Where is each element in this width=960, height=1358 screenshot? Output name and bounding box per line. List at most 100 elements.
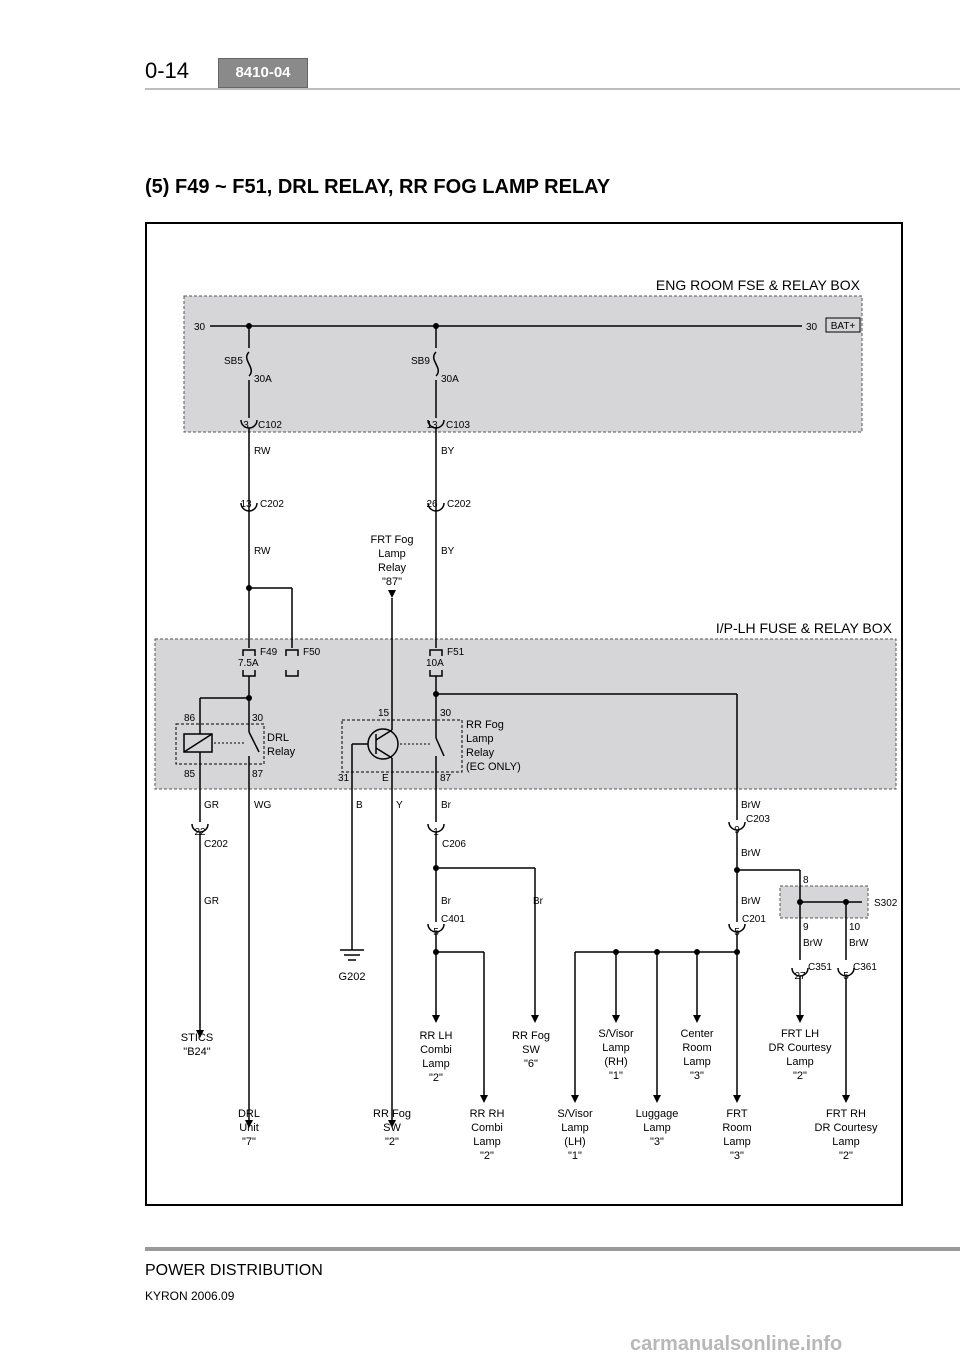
fog-30: 30 [440, 708, 452, 719]
frt-rh-courtesy-3: Lamp [832, 1136, 860, 1148]
center-room-1: Center [680, 1028, 713, 1040]
f49-amp: 7.5A [238, 658, 259, 669]
s302-label: S302 [874, 898, 898, 909]
wire-brw-2: BrW [741, 848, 761, 859]
c361-label: C361 [853, 962, 877, 973]
frt-lh-courtesy-4: "2" [793, 1070, 807, 1082]
sb9-label: SB9 [411, 356, 430, 367]
frt-fog-relay-3: Relay [378, 562, 407, 574]
bat-label: BAT+ [831, 321, 856, 332]
svisor-rh-2: Lamp [602, 1042, 630, 1054]
wire-brw-5: BrW [849, 938, 869, 949]
eng-room-box [183, 295, 863, 433]
sb9-amp: 30A [441, 374, 459, 385]
wire-br-1: Br [441, 800, 452, 811]
frt-lh-courtesy-2: DR Courtesy [769, 1042, 832, 1054]
wire-brw-4: BrW [803, 938, 823, 949]
c351-pin: 27 [794, 971, 806, 982]
svisor-lh-2: Lamp [561, 1122, 589, 1134]
c401-label: C401 [441, 914, 465, 925]
wire-brw-3: BrW [741, 896, 761, 907]
luggage-3: "3" [650, 1136, 664, 1148]
footer-title: POWER DISTRIBUTION [145, 1262, 323, 1279]
c201-label: C201 [742, 914, 766, 925]
drl-relay-1: DRL [267, 732, 289, 744]
c361-pin: 5 [843, 971, 849, 982]
rr-fog-sw2-3: "2" [385, 1136, 399, 1148]
wire-by-2: BY [441, 546, 455, 557]
rr-fog-relay-1: RR Fog [466, 719, 504, 731]
f51-label: F51 [447, 647, 465, 658]
rr-fog-sw2-1: RR Fog [373, 1108, 411, 1120]
rr-lh-combi-3: Lamp [422, 1058, 450, 1070]
rr-fog-sw6-3: "6" [524, 1058, 538, 1070]
drl-87: 87 [252, 769, 264, 780]
c103-label: C103 [446, 420, 470, 431]
rr-rh-combi-3: Lamp [473, 1136, 501, 1148]
c202c-pin: 22 [194, 827, 206, 838]
c202c-label: C202 [204, 839, 228, 850]
frt-room-1: FRT [726, 1108, 747, 1120]
pin-8: 8 [803, 875, 809, 886]
c401-pin: 5 [433, 927, 439, 938]
sb5-label: SB5 [224, 356, 243, 367]
svisor-rh-4: "1" [609, 1070, 623, 1082]
fog-15: 15 [378, 708, 390, 719]
fog-87: 87 [440, 773, 452, 784]
drl-unit-2: Unit [239, 1122, 259, 1134]
frt-room-4: "3" [730, 1150, 744, 1162]
stics-1: STICS [181, 1032, 213, 1044]
ip-box-title: I/P-LH FUSE & RELAY BOX [716, 620, 893, 636]
footer-subtitle: KYRON 2006.09 [145, 1289, 235, 1303]
pin-10: 10 [849, 922, 861, 933]
wire-br-2: Br [441, 896, 452, 907]
c206-label: C206 [442, 839, 466, 850]
svisor-rh-3: (RH) [604, 1056, 627, 1068]
g202-label: G202 [339, 971, 366, 983]
frt-rh-courtesy-1: FRT RH [826, 1108, 866, 1120]
stics-2: "B24" [183, 1046, 210, 1058]
fog-31: 31 [338, 773, 350, 784]
c206-pin: 1 [433, 827, 439, 838]
f51-amp: 10A [426, 658, 444, 669]
sb5-amp: 30A [254, 374, 272, 385]
bus-left: 30 [194, 322, 206, 333]
frt-lh-courtesy-3: Lamp [786, 1056, 814, 1068]
c351-label: C351 [808, 962, 832, 973]
center-room-3: Lamp [683, 1056, 711, 1068]
drl-30: 30 [252, 713, 264, 724]
ip-lh-box [154, 638, 897, 790]
luggage-1: Luggage [636, 1108, 679, 1120]
rr-rh-combi-4: "2" [480, 1150, 494, 1162]
rr-fog-relay-3: Relay [466, 747, 495, 759]
rr-lh-combi-4: "2" [429, 1072, 443, 1084]
rr-lh-combi-2: Combi [420, 1044, 452, 1056]
drl-86: 86 [184, 713, 196, 724]
section-title: (5) F49 ~ F51, DRL RELAY, RR FOG LAMP RE… [145, 176, 611, 198]
svisor-lh-4: "1" [568, 1150, 582, 1162]
c203-label: C203 [746, 814, 770, 825]
rr-lh-combi-1: RR LH [419, 1030, 452, 1042]
svisor-lh-3: (LH) [564, 1136, 585, 1148]
frt-fog-relay-2: Lamp [378, 548, 406, 560]
frt-rh-courtesy-2: DR Courtesy [815, 1122, 878, 1134]
bus-right: 30 [806, 322, 818, 333]
luggage-2: Lamp [643, 1122, 671, 1134]
wire-gr-2: GR [204, 896, 219, 907]
rr-fog-sw2-2: SW [383, 1122, 401, 1134]
code-badge: 8410-04 [218, 58, 308, 88]
drl-unit-1: DRL [238, 1108, 260, 1120]
wire-wg: WG [254, 800, 271, 811]
frt-lh-courtesy-1: FRT LH [781, 1028, 819, 1040]
fog-e: E [382, 773, 389, 784]
wire-rw-1: RW [254, 446, 271, 457]
rr-rh-combi-2: Combi [471, 1122, 503, 1134]
drl-relay-2: Relay [267, 746, 296, 758]
wire-rw-2: RW [254, 546, 271, 557]
wire-br-3: Br [533, 896, 544, 907]
svisor-rh-1: S/Visor [598, 1028, 634, 1040]
c103-pin: 13 [426, 420, 438, 431]
rr-fog-sw6-2: SW [522, 1044, 540, 1056]
rr-rh-combi-1: RR RH [470, 1108, 505, 1120]
wire-y: Y [396, 800, 403, 811]
